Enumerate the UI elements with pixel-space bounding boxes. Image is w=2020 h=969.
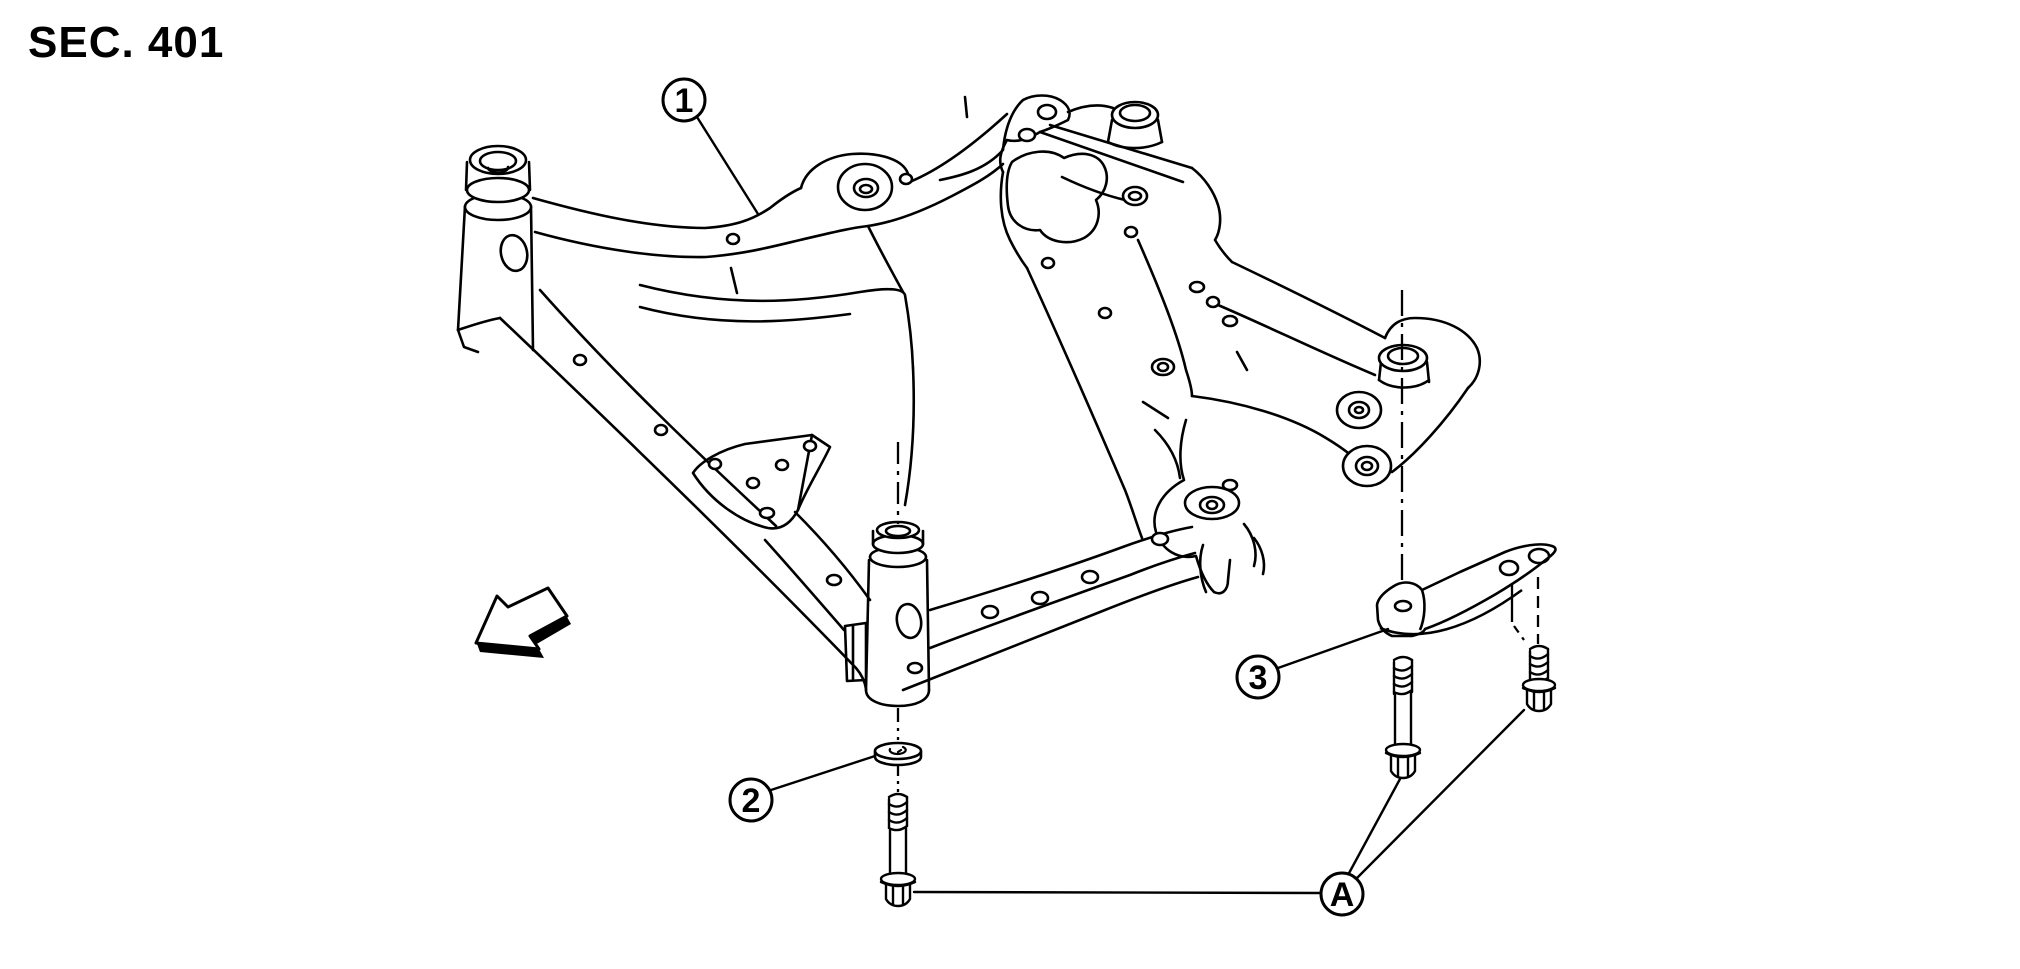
callout-3[interactable]: 3 bbox=[1235, 627, 1390, 700]
rear-right-cluster bbox=[938, 94, 1234, 270]
callout-a-label: A bbox=[1330, 876, 1355, 914]
mount-bolt-bracket-short bbox=[1521, 644, 1557, 713]
front-lower-rail bbox=[901, 525, 1200, 692]
gusset-plate bbox=[691, 433, 832, 530]
mount-bolt-center bbox=[879, 792, 917, 908]
center-web bbox=[638, 283, 916, 507]
center-mount-tower bbox=[843, 520, 931, 708]
center-lines bbox=[896, 290, 1540, 792]
upper-rail bbox=[531, 112, 1009, 295]
washer-part bbox=[873, 741, 923, 767]
right-corner-pocket bbox=[1153, 316, 1481, 595]
front-left-rail bbox=[498, 288, 872, 691]
mount-bolt-bracket-long bbox=[1384, 655, 1422, 780]
callout-a[interactable]: A bbox=[1319, 871, 1365, 917]
callout-1-label: 1 bbox=[675, 82, 694, 120]
callouts: 1 2 3 A bbox=[661, 77, 1390, 917]
front-direction-arrow bbox=[474, 586, 571, 658]
callout-1[interactable]: 1 bbox=[661, 77, 760, 216]
front-left-mount-tower bbox=[456, 144, 535, 354]
section-label: SEC. 401 bbox=[28, 18, 225, 67]
callout-2-label: 2 bbox=[742, 782, 761, 820]
detail-a-leaders bbox=[912, 708, 1526, 895]
callout-2[interactable]: 2 bbox=[728, 754, 877, 823]
center-leg bbox=[1025, 238, 1194, 540]
stay-bracket bbox=[1375, 543, 1557, 638]
callout-3-label: 3 bbox=[1249, 659, 1268, 697]
right-member-rail bbox=[1188, 260, 1387, 377]
subframe-drawing bbox=[456, 94, 1481, 708]
